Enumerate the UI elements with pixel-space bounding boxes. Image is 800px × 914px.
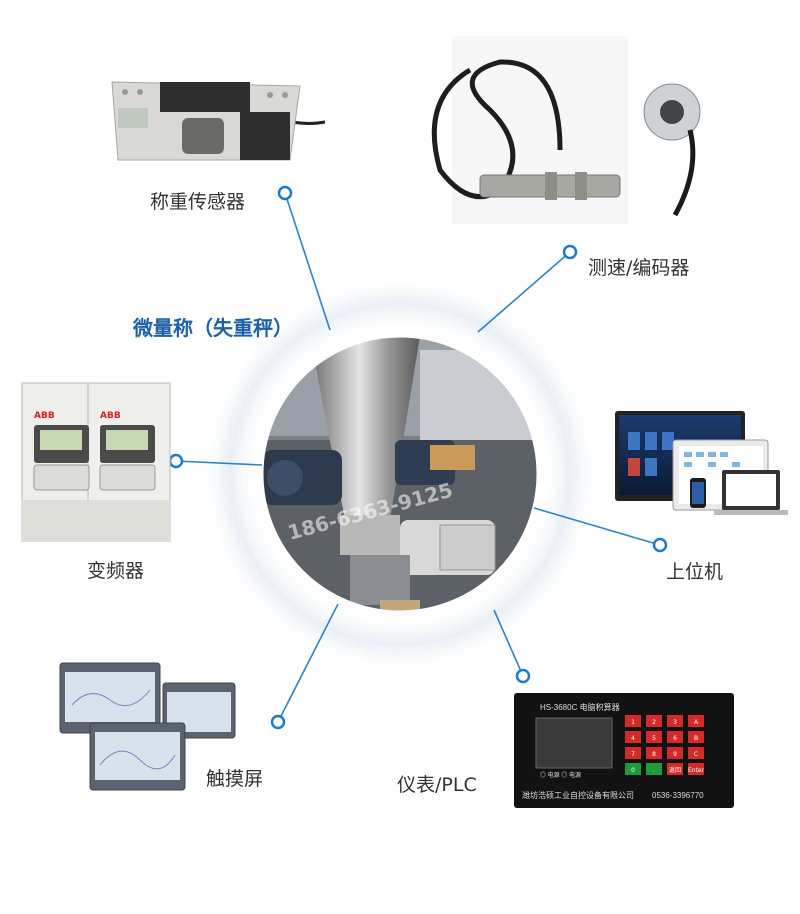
meter-key: 8 — [652, 751, 656, 758]
svg-text:ABB: ABB — [34, 411, 55, 421]
line-weighing-sensor — [284, 192, 331, 331]
label-touchscreen: 触摸屏 — [206, 768, 264, 790]
line-inverter — [175, 460, 263, 466]
svg-text:ABB: ABB — [100, 411, 121, 421]
label-meter-plc: 仪表/PLC — [397, 774, 477, 796]
meter-key: B — [694, 735, 698, 742]
label-inverter: 变频器 — [87, 560, 145, 582]
halo-ring — [221, 295, 579, 653]
meter-leds: ◎ 电源 ◎ 电源 — [540, 771, 581, 779]
line-encoder — [477, 251, 571, 333]
dot-weighing-sensor — [277, 185, 293, 201]
inverter-image: ABB ABB — [21, 382, 171, 542]
meter-key: 2 — [652, 719, 656, 726]
meter-keypad — [625, 715, 704, 775]
meter-key: 5 — [652, 735, 656, 742]
meter-company: 潍坊浩硕工业自控设备有限公司 — [522, 790, 634, 800]
touchscreen-image — [59, 662, 236, 791]
dot-inverter — [168, 453, 184, 469]
label-encoder: 测速/编码器 — [588, 257, 690, 279]
dot-touchscreen — [270, 714, 286, 730]
encoder-image — [431, 36, 701, 224]
dot-host-pc — [652, 537, 668, 553]
meter-key: 7 — [631, 751, 635, 758]
meter-key: 1 — [631, 719, 635, 726]
meter-key: 6 — [673, 735, 677, 742]
center-title: 微量称（失重秤） — [133, 316, 293, 340]
meter-key: 返回 — [669, 767, 681, 774]
line-touchscreen — [277, 603, 339, 723]
connector-lines — [175, 192, 661, 723]
line-meter-plc — [493, 609, 524, 677]
label-host-pc: 上位机 — [666, 561, 724, 583]
connector-dots — [168, 185, 668, 730]
meter-key: 4 — [631, 735, 635, 742]
meter-model: HS-3680C 电脑积算器 — [540, 702, 620, 712]
meter-key: 9 — [673, 751, 677, 758]
meter-key: 0 — [631, 767, 635, 774]
meter-key: C — [694, 751, 698, 758]
dot-meter-plc — [515, 668, 531, 684]
label-weighing-sensor: 称重传感器 — [150, 191, 246, 213]
load-cell-image — [111, 81, 326, 161]
meter-key: Enter — [688, 767, 705, 774]
line-host-pc — [533, 507, 661, 546]
meter-phone: 0536-3396770 — [652, 791, 704, 800]
meter-key: A — [694, 719, 699, 726]
meter-image: HS-3680C 电脑积算器 ◎ 电源 ◎ 电源 潍坊浩硕工业自控设备有限公司 … — [514, 693, 734, 808]
meter-key: . — [653, 767, 655, 774]
meter-key: 3 — [673, 719, 677, 726]
dot-encoder — [562, 244, 578, 260]
host-pc-image — [615, 411, 788, 515]
